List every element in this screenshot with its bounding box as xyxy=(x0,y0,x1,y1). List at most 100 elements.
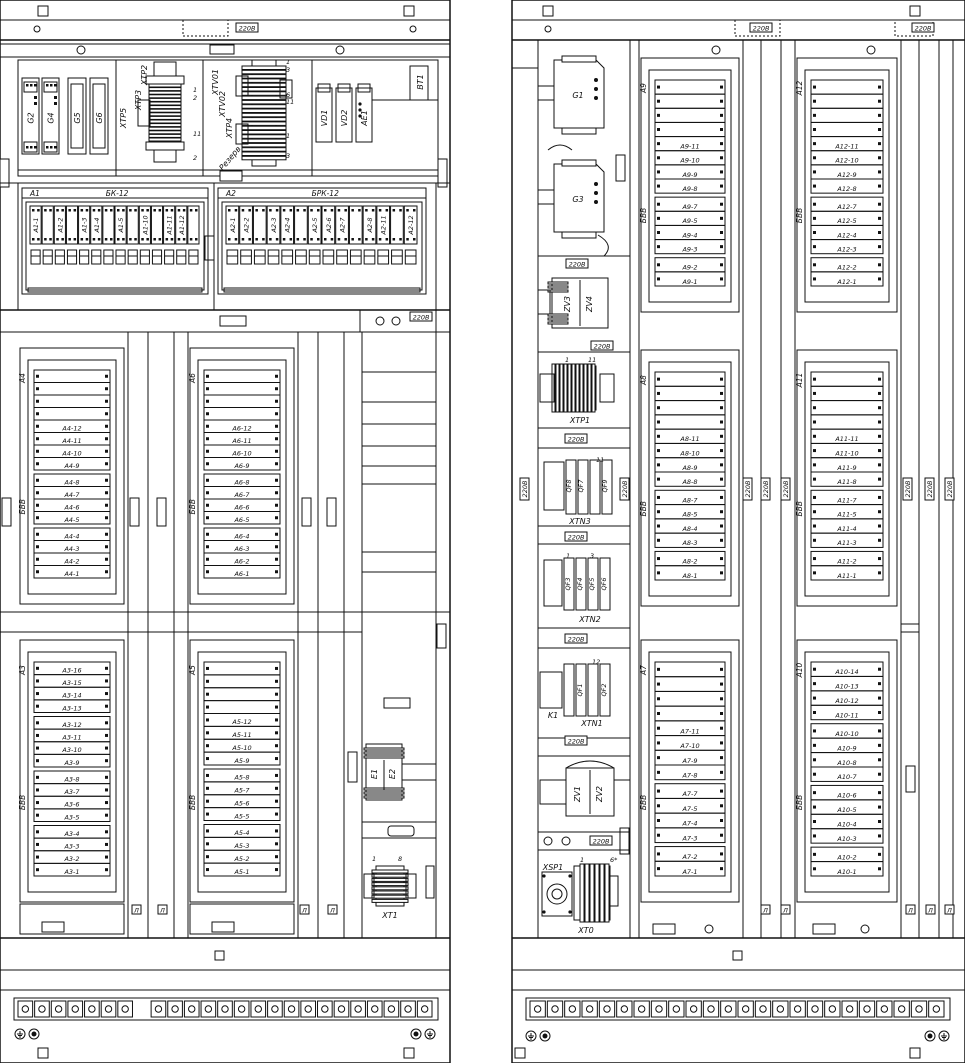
rack-led xyxy=(158,209,162,212)
relay-row-empty xyxy=(654,385,726,402)
relay-label: A5-6 xyxy=(233,799,249,807)
xt-label: XT0 xyxy=(577,926,593,935)
relay-pin xyxy=(105,557,108,561)
rack-led xyxy=(324,238,327,241)
relay-row: A3-14 xyxy=(33,686,111,701)
relay-row-frame xyxy=(654,371,726,387)
rack-led xyxy=(371,209,375,212)
rack-relay-label: A2-2 xyxy=(243,217,251,233)
rack-led xyxy=(241,238,245,241)
relay-pin xyxy=(36,478,39,482)
psu-pin xyxy=(30,84,33,87)
voltage-tag-frame xyxy=(902,477,913,501)
rack-card xyxy=(307,205,322,265)
channel-voltage-tag: 220В xyxy=(902,477,913,501)
relay-pin xyxy=(657,867,660,871)
ground-bar-hole xyxy=(551,1005,559,1013)
relay-row: A10-10 xyxy=(810,723,884,739)
ground-bar-cell xyxy=(200,1000,217,1018)
terminal-leaf xyxy=(241,74,287,79)
marker-tag-text: Л xyxy=(927,907,933,915)
relay-label: A6-3 xyxy=(233,545,249,553)
relay-pin xyxy=(720,867,723,871)
left-side-tab-3 xyxy=(436,623,447,649)
rack-relay-label: A1-5 xyxy=(117,217,125,233)
relay-pin xyxy=(36,679,39,683)
terminal-num: 2 xyxy=(193,94,197,102)
relay-label: A5-5 xyxy=(233,812,249,820)
relay-block-a9: A9БВВA9-11A9-10A9-9A9-8A9-7A9-5A9-4A9-3A… xyxy=(639,57,740,313)
indicator-dot xyxy=(358,108,362,112)
relay-pin xyxy=(105,399,108,403)
mount-hole xyxy=(33,25,41,33)
relay-pin xyxy=(878,711,881,714)
relay-row: A6-3 xyxy=(203,540,281,554)
relay-label: A8-11 xyxy=(679,435,699,443)
relay-label: A4-5 xyxy=(63,516,79,524)
relay-block-a6: A6БВВA6-12A6-11A6-10A6-9A6-8A6-7A6-6A6-5… xyxy=(188,347,295,605)
mount-hole xyxy=(409,25,417,33)
relay-label: A7-1 xyxy=(681,868,697,876)
ground-bar-cell xyxy=(250,1000,267,1018)
relay-row-frame xyxy=(654,414,726,430)
rack-card xyxy=(362,205,377,265)
left-top-square-r xyxy=(403,5,415,17)
psu-led xyxy=(54,96,57,99)
relay-label: A11-4 xyxy=(836,525,856,533)
psu-pin xyxy=(54,84,57,87)
psu-label: G5 xyxy=(73,112,82,123)
rack-led xyxy=(32,209,35,212)
rack-led xyxy=(344,209,347,212)
diode-cap xyxy=(357,83,371,93)
relay-row: A11-4 xyxy=(810,518,884,534)
rack-led xyxy=(61,238,64,241)
relay-row: A3-7 xyxy=(33,783,111,797)
surge-fin xyxy=(547,289,569,293)
terminal-endcap xyxy=(145,141,185,151)
relay-pin xyxy=(878,420,881,424)
relay-pin xyxy=(105,462,108,466)
relay-row-frame xyxy=(810,828,884,844)
relay-label: A11-8 xyxy=(836,478,856,486)
voltage-tag-text: 220В xyxy=(946,480,954,497)
relay-pin xyxy=(720,667,723,671)
relay-label: A11-1 xyxy=(836,572,856,580)
voltage-tag-frame xyxy=(944,477,955,501)
relay-pin xyxy=(275,387,278,391)
relay-pin xyxy=(36,733,39,737)
relay-pin xyxy=(657,406,660,410)
relay-pin xyxy=(105,491,108,495)
relay-pin xyxy=(206,462,209,466)
rack-terminal xyxy=(226,249,239,265)
ground-bar-cell xyxy=(400,1000,416,1018)
relay-pin xyxy=(878,202,881,206)
rack-inner xyxy=(25,201,205,291)
relay-label: A5-10 xyxy=(231,744,251,752)
ground-bar-hole xyxy=(371,1005,379,1013)
ground-bar-hole xyxy=(221,1005,229,1013)
rack-led xyxy=(406,209,409,212)
relay-pin xyxy=(813,834,816,838)
relay-label: A3-8 xyxy=(63,775,79,783)
xt-end xyxy=(609,875,619,907)
relay-pin xyxy=(275,570,278,574)
ground-icon-ring xyxy=(525,1030,537,1042)
relay-pin xyxy=(657,667,660,671)
relay-pin xyxy=(36,704,39,708)
relay-pin xyxy=(720,510,723,514)
rack-card xyxy=(294,205,308,265)
terminal-leaf xyxy=(148,97,182,102)
power-unit-label: G3 xyxy=(572,195,583,204)
rack-card xyxy=(187,205,200,265)
relay-pin xyxy=(105,830,108,834)
relay-pin xyxy=(878,216,881,220)
voltage-tag-frame xyxy=(619,477,630,501)
relay-pin xyxy=(878,99,881,103)
relay-row-frame xyxy=(654,661,726,678)
relay-label: A7-3 xyxy=(681,834,697,842)
ground-bar-cell xyxy=(50,1000,67,1018)
surge-label: ZV4 xyxy=(585,296,594,313)
relay-row: A7-3 xyxy=(654,827,726,844)
relay-block-type: БВВ xyxy=(18,795,27,810)
right-voltage-tag-vertical: 220В xyxy=(619,477,630,501)
